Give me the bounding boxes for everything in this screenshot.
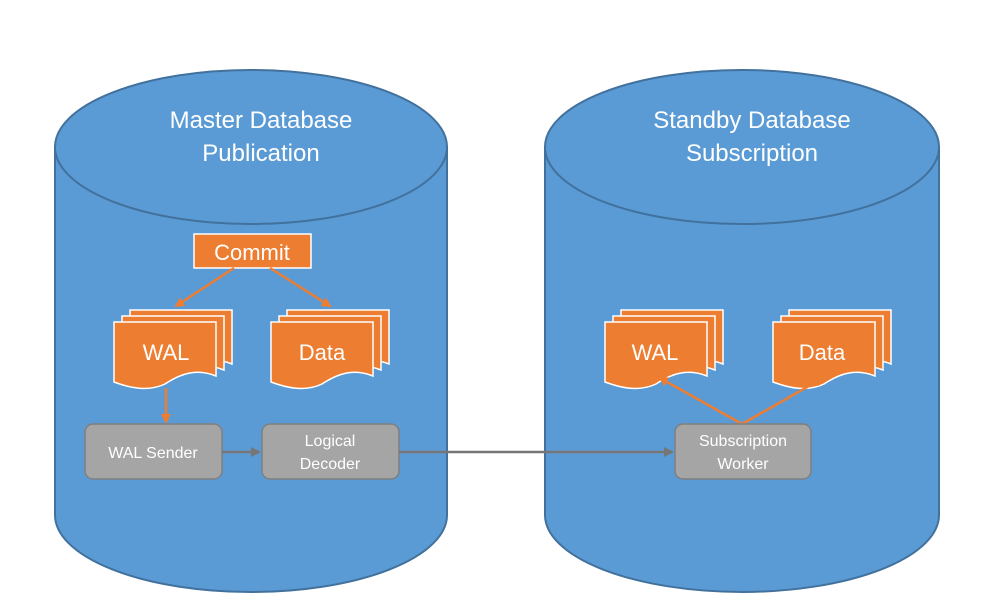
logical-decoder-label-line2: Decoder — [300, 456, 361, 473]
standby-title-line1: Standby Database — [653, 107, 850, 134]
standby-wal-label: WAL — [632, 340, 679, 365]
master-wal-document-stack: WAL — [113, 309, 233, 390]
logical-decoder-label-line1: Logical — [305, 433, 356, 450]
subscription-worker-label-line1: Subscription — [699, 433, 787, 450]
master-title-line2: Publication — [202, 140, 319, 167]
subscription-worker-box: Subscription Worker — [674, 423, 812, 480]
master-wal-label: WAL — [143, 340, 190, 365]
master-data-document-stack: Data — [270, 309, 390, 390]
logical-decoder-box: Logical Decoder — [261, 423, 400, 480]
worker-to-data-arrow — [741, 376, 825, 426]
wal-sender-box: WAL Sender — [84, 423, 223, 480]
standby-data-document-stack: Data — [772, 309, 892, 390]
commit-box: Commit — [193, 233, 312, 269]
commit-to-wal-arrow — [174, 266, 235, 308]
standby-data-label: Data — [799, 340, 846, 365]
subscription-worker-label-line2: Worker — [717, 456, 769, 473]
standby-title-line2: Subscription — [686, 140, 818, 167]
standby-database-cylinder — [544, 69, 940, 593]
master-data-label: Data — [299, 340, 346, 365]
worker-to-wal-arrow — [658, 376, 743, 426]
commit-to-data-arrow — [269, 266, 332, 308]
master-title-line1: Master Database — [170, 107, 353, 134]
commit-label: Commit — [214, 240, 290, 265]
standby-wal-document-stack: WAL — [604, 309, 724, 390]
master-database-cylinder — [54, 69, 448, 593]
wal-sender-label: WAL Sender — [108, 445, 198, 462]
